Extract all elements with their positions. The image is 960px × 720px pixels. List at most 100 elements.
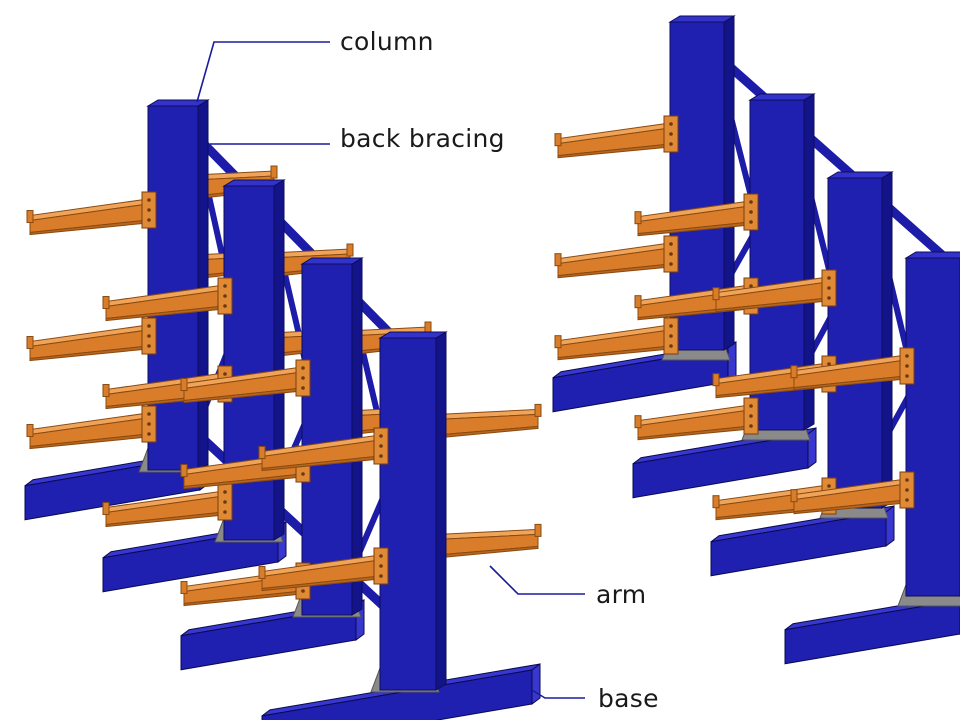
bolt [223, 284, 227, 288]
bolt [223, 304, 227, 308]
leader-column [196, 41, 330, 103]
arm-end-stop [26, 210, 34, 224]
arm-end-stop [712, 287, 720, 301]
bolt [379, 564, 383, 568]
column-top [378, 331, 448, 339]
bolt [905, 478, 909, 482]
column-top [826, 171, 894, 179]
bolt [669, 122, 673, 126]
arm-end-stop [102, 296, 110, 310]
bolt [669, 252, 673, 256]
bolt [827, 286, 831, 290]
bolt [223, 294, 227, 298]
label-back-bracing: back bracing [340, 124, 505, 153]
rack-left [24, 99, 542, 720]
bolt [905, 354, 909, 358]
bolt [749, 220, 753, 224]
bolt [301, 376, 305, 380]
bolt [669, 344, 673, 348]
arm-end-stop [180, 378, 188, 392]
column-side [881, 171, 893, 509]
arm-end-stop [258, 566, 266, 580]
column-top [222, 179, 286, 187]
bolt [379, 434, 383, 438]
column [905, 257, 960, 597]
column-top [748, 93, 816, 101]
bolt [147, 198, 151, 202]
column-side [197, 99, 209, 471]
arm-end-stop [634, 211, 642, 225]
bolt [749, 424, 753, 428]
arm-end-stop [180, 464, 188, 478]
bolt [223, 490, 227, 494]
bolt [147, 218, 151, 222]
bolt [749, 200, 753, 204]
column [827, 177, 883, 509]
bolt [669, 242, 673, 246]
arm-end-stop [554, 335, 562, 349]
bolt [301, 589, 305, 593]
arm-end-stop [26, 336, 34, 350]
bolt [905, 374, 909, 378]
arm-end-stop [258, 446, 266, 460]
bolt [223, 500, 227, 504]
bolt [147, 334, 151, 338]
bolt [905, 498, 909, 502]
arm-end-stop [554, 133, 562, 147]
bolt [379, 554, 383, 558]
bolt [669, 262, 673, 266]
label-arm: arm [596, 580, 647, 609]
base-end-face [885, 505, 895, 547]
bolt [147, 344, 151, 348]
leader-arm [489, 565, 585, 595]
column-side [435, 331, 447, 691]
bolt [749, 210, 753, 214]
column [379, 337, 437, 691]
bolt [223, 510, 227, 514]
arm-end-stop [534, 403, 542, 417]
column-side [273, 179, 285, 541]
column-top [146, 99, 210, 107]
arm-end-stop [180, 581, 188, 595]
bolt [147, 432, 151, 436]
bolt [669, 334, 673, 338]
bolt [669, 142, 673, 146]
bolt [905, 364, 909, 368]
arm-end-stop [712, 373, 720, 387]
bolt [749, 284, 753, 288]
arm-end-stop [102, 384, 110, 398]
bolt [749, 404, 753, 408]
base-end-face [807, 427, 817, 469]
leader-lines [196, 41, 585, 699]
column-top [904, 251, 960, 259]
base [632, 433, 809, 499]
bolt [379, 444, 383, 448]
bolt [147, 208, 151, 212]
arm-end-stop [790, 365, 798, 379]
column-top [668, 15, 736, 23]
column-top [300, 257, 364, 265]
arm-end-stop [554, 253, 562, 267]
bolt [147, 324, 151, 328]
rack-right [552, 15, 960, 665]
bolt [301, 366, 305, 370]
leader-base [531, 689, 585, 699]
bolt [147, 412, 151, 416]
bolt [669, 324, 673, 328]
arm-end-stop [102, 502, 110, 516]
arm-end-stop [634, 295, 642, 309]
base-end-face [531, 663, 541, 705]
bolt [827, 362, 831, 366]
arm-end-stop [346, 243, 354, 257]
column [301, 263, 353, 616]
back-bracing-rail-top [713, 51, 957, 269]
arm-end-stop [270, 165, 278, 179]
bolt [301, 472, 305, 476]
bolt [223, 372, 227, 376]
base [710, 511, 887, 577]
bolt [669, 132, 673, 136]
bolt [379, 574, 383, 578]
bolt [301, 386, 305, 390]
arm-end-stop [534, 523, 542, 537]
